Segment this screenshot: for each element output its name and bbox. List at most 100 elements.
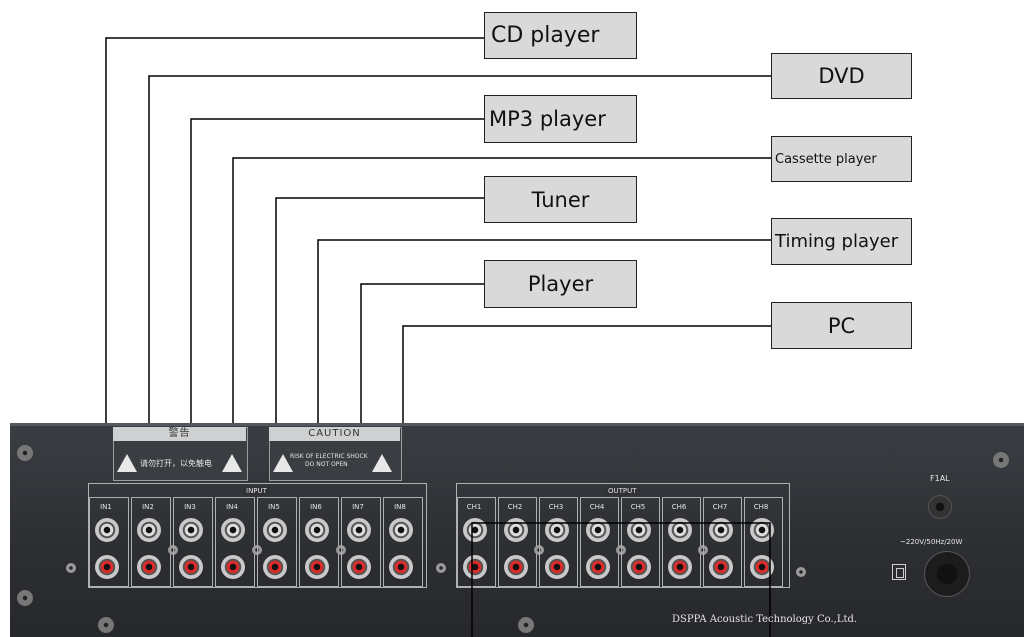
input-label-7: IN7 (352, 503, 364, 511)
device-label-cassette-player: Cassette player (771, 136, 912, 182)
input-jack-white-2[interactable] (137, 518, 161, 542)
device-label-player: Player (484, 260, 637, 308)
input-label-8: IN8 (394, 503, 406, 511)
input-jack-red-6[interactable] (305, 555, 329, 579)
output-cell-3 (539, 497, 578, 587)
wire-tuner (275, 197, 484, 528)
input-jack-red-7[interactable] (347, 555, 371, 579)
output-jack-red-4[interactable] (586, 555, 610, 579)
warning-cn-title: 警告 (113, 427, 246, 441)
input-label-4: IN4 (226, 503, 238, 511)
input-label-1: IN1 (100, 503, 112, 511)
input-jack-red-3[interactable] (179, 555, 203, 579)
input-jack-red-5[interactable] (263, 555, 287, 579)
output-cell-8 (744, 497, 783, 587)
device-label-cd-player: CD player (484, 12, 637, 59)
output-cell-1 (457, 497, 496, 587)
device-label-mp3-player: MP3 player (484, 95, 637, 143)
wire-cassette-player (232, 157, 771, 528)
input-jack-red-8[interactable] (389, 555, 413, 579)
power-socket[interactable] (924, 551, 970, 597)
screw-left-outer (66, 563, 76, 573)
output-group-frame (456, 483, 790, 588)
fuse-label: F1AL (930, 474, 950, 483)
screw-right-outer (796, 567, 806, 577)
warning-cn-right-triangle (222, 454, 242, 472)
wire-dvd (148, 75, 771, 528)
power-rating-label: ~220V/50Hz/20W (900, 538, 963, 546)
output-label-4: CH4 (589, 503, 605, 511)
output-group-title: OUTPUT (605, 487, 640, 495)
output-cell-4 (580, 497, 619, 587)
input-cell-8 (383, 497, 423, 587)
screw-between-groups (436, 563, 446, 573)
caution-line1: RISK OF ELECTRIC SHOCK (290, 453, 368, 460)
caution-title: CAUTION (269, 427, 400, 441)
output-jack-red-3[interactable] (545, 555, 569, 579)
warning-cn-text: 请勿打开，以免触电 (140, 459, 212, 468)
input-jack-white-6[interactable] (305, 518, 329, 542)
input-jack-red-4[interactable] (221, 555, 245, 579)
device-label-dvd: DVD (771, 53, 912, 99)
output-label-3: CH3 (548, 503, 564, 511)
output-jack-white-4[interactable] (586, 518, 610, 542)
input-cell-4 (215, 497, 255, 587)
warning-cn-left-triangle (117, 454, 137, 472)
input-jack-white-4[interactable] (221, 518, 245, 542)
output-jack-white-7[interactable] (709, 518, 733, 542)
wire-cd-player (105, 37, 484, 528)
manufacturer-label: DSPPA Acoustic Technology Co.,Ltd. (672, 614, 858, 625)
output-label-6: CH6 (671, 503, 687, 511)
input-label-6: IN6 (310, 503, 322, 511)
output-jack-white-5[interactable] (627, 518, 651, 542)
input-jack-white-7[interactable] (347, 518, 371, 542)
caution-left-triangle (273, 454, 293, 472)
screw-panel-left-bottom (17, 590, 33, 606)
input-jack-white-3[interactable] (179, 518, 203, 542)
input-jack-white-5[interactable] (263, 518, 287, 542)
screw-panel-left-top (17, 445, 33, 461)
wire-mp3-player (190, 118, 484, 528)
output-label-1: CH1 (466, 503, 482, 511)
input-label-5: IN5 (268, 503, 280, 511)
output-label-7: CH7 (712, 503, 728, 511)
input-cell-7 (341, 497, 381, 587)
output-jack-white-1[interactable] (463, 518, 487, 542)
caution-line2: DO NOT OPEN (305, 461, 348, 468)
input-cell-6 (299, 497, 339, 587)
output-label-2: CH2 (507, 503, 523, 511)
device-label-pc: PC (771, 302, 912, 349)
output-cell-5 (621, 497, 660, 587)
screw-bottom-middle (518, 617, 534, 633)
output-jack-white-3[interactable] (545, 518, 569, 542)
output-jack-white-6[interactable] (668, 518, 692, 542)
screw-bottom-left (98, 617, 114, 633)
output-cell-6 (662, 497, 701, 587)
input-jack-red-2[interactable] (137, 555, 161, 579)
input-group-frame (88, 483, 427, 588)
output-jack-red-2[interactable] (504, 555, 528, 579)
output-cell-2 (498, 497, 537, 587)
device-label-timing-player: Timing player (771, 218, 912, 265)
output-cell-7 (703, 497, 742, 587)
output-jack-red-6[interactable] (668, 555, 692, 579)
screw-top-right (993, 452, 1009, 468)
output-jack-white-2[interactable] (504, 518, 528, 542)
output-jack-red-7[interactable] (709, 555, 733, 579)
input-jack-white-8[interactable] (389, 518, 413, 542)
output-label-5: CH5 (630, 503, 646, 511)
device-label-tuner: Tuner (484, 176, 637, 223)
caution-right-triangle (372, 454, 392, 472)
output-jack-red-1[interactable] (463, 555, 487, 579)
power-switch-icon (892, 564, 906, 580)
input-cell-5 (257, 497, 297, 587)
panel-top-edge (10, 423, 1024, 426)
output-jack-red-5[interactable] (627, 555, 651, 579)
fuse-holder[interactable] (928, 495, 952, 519)
input-jack-red-1[interactable] (95, 555, 119, 579)
input-jack-white-1[interactable] (95, 518, 119, 542)
input-label-2: IN2 (142, 503, 154, 511)
input-cell-3 (173, 497, 213, 587)
